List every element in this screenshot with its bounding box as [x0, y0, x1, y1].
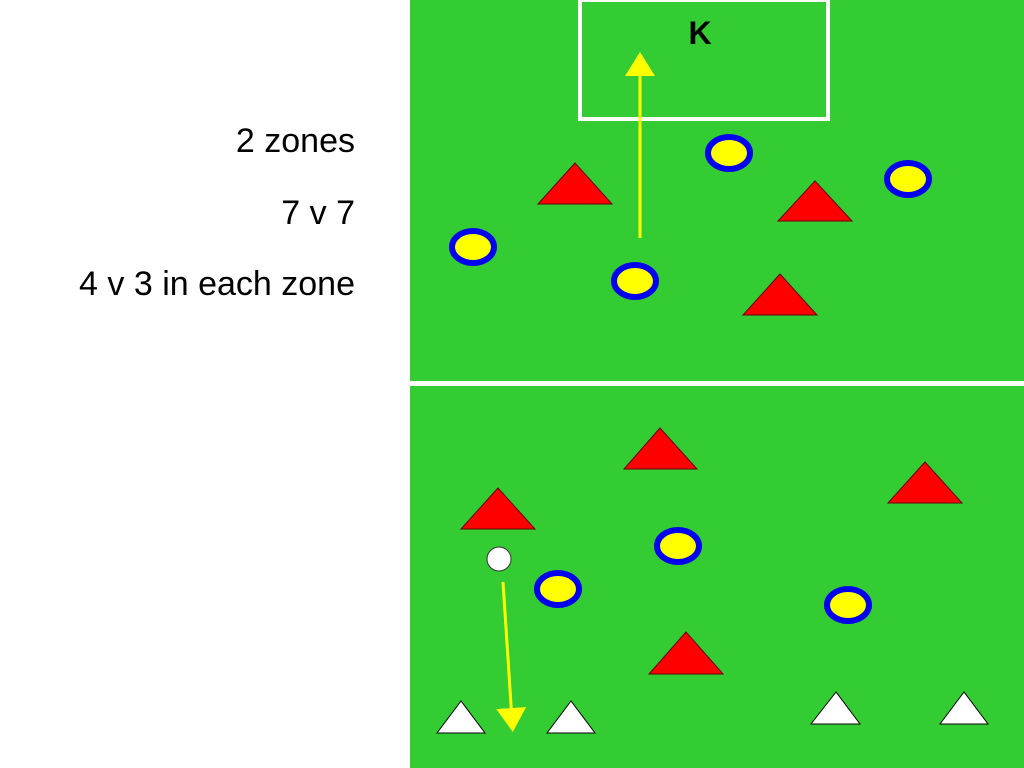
- keeper-label: K: [688, 15, 711, 51]
- teams-text: 7 v 7: [281, 194, 355, 232]
- run-arrow-down: [496, 581, 527, 732]
- goal-box: [578, 0, 830, 121]
- attacker-icon: [824, 586, 872, 624]
- defender-icon: [886, 461, 964, 504]
- defender-icon: [536, 162, 614, 205]
- attacker-icon: [884, 160, 932, 198]
- attacker-icon: [449, 228, 497, 266]
- white-triangle-icon: [436, 700, 486, 734]
- attacker-icon: [611, 262, 659, 300]
- white-triangle-icon: [939, 691, 989, 725]
- lower-zone: [410, 386, 1024, 768]
- defender-icon: [459, 487, 537, 530]
- upper-zone: [410, 0, 1024, 382]
- defender-icon: [622, 427, 699, 470]
- attacker-icon: [654, 527, 702, 565]
- defender-icon: [647, 631, 725, 675]
- attacker-icon: [534, 570, 582, 608]
- ball-icon: [486, 546, 512, 572]
- zones-text: 2 zones: [235, 122, 355, 160]
- defender-icon: [741, 273, 819, 316]
- attacker-icon: [705, 134, 753, 172]
- white-triangle-icon: [546, 700, 596, 734]
- white-triangle-icon: [809, 691, 861, 725]
- overload-text: 4 v 3 in each zone: [79, 265, 355, 303]
- defender-icon: [776, 180, 854, 222]
- description-panel: 2 zones 7 v 7 4 v 3 in each zone: [0, 0, 400, 768]
